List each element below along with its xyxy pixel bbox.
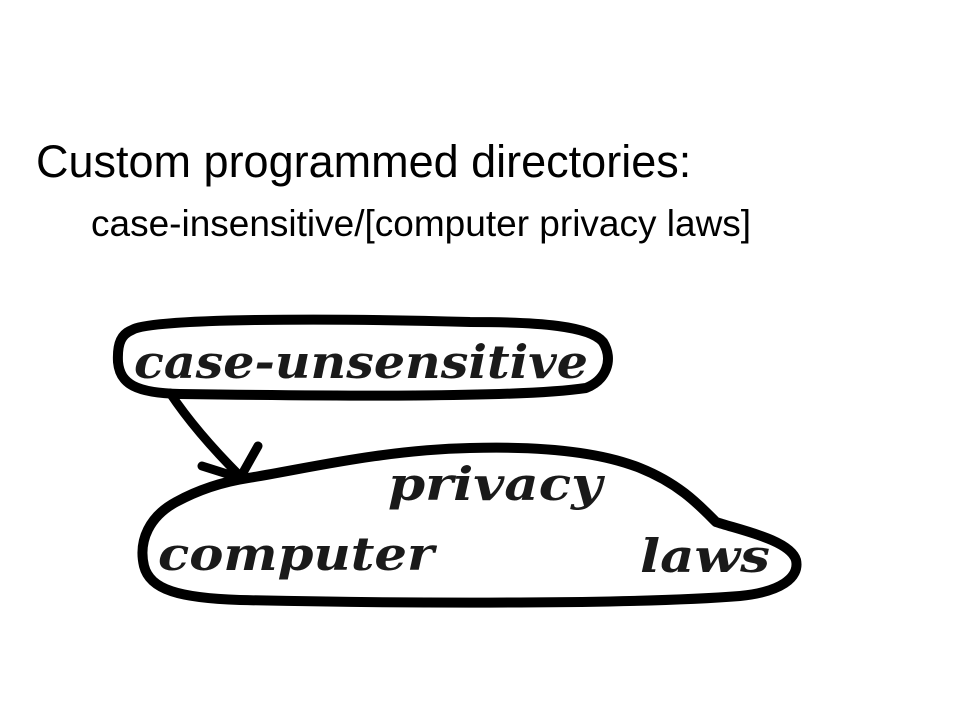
slide-title: Custom programmed directories: — [36, 136, 692, 187]
parent-bubble — [112, 314, 613, 401]
slide-subtitle: case-insensitive/[computer privacy laws] — [91, 203, 752, 244]
arrow-line — [165, 388, 245, 481]
child-label-computer: computer — [158, 527, 438, 581]
child-label-laws: laws — [640, 529, 770, 583]
parent-label: case-unsensitive — [134, 335, 588, 389]
child-label-privacy: privacy — [388, 457, 606, 511]
child-blob — [137, 442, 802, 608]
